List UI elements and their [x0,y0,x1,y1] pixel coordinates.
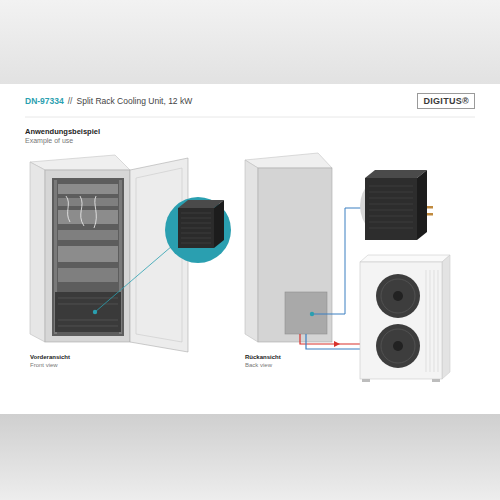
leader-dot [310,312,314,316]
leader-line [95,246,172,312]
view-caption: Vorderansicht [30,354,70,361]
indoor-unit [360,170,433,240]
top-band [0,0,500,84]
section-heading: Anwendungsbeispiel [25,128,100,137]
view-caption-translation: Back view [245,362,272,369]
card [0,84,500,414]
outdoor-unit [360,255,450,382]
leader-dot [93,310,97,314]
section-subheading: Example of use [25,137,73,145]
refrigerant-pipe [300,334,366,344]
separator [25,117,475,118]
view-caption: Rückansicht [245,354,281,361]
signal-line [312,208,362,314]
refrigerant-pipe [306,334,366,349]
brand-logo: DIGITUS® [417,93,475,109]
front-rack [30,155,188,352]
flow-arrow [334,341,340,347]
title: Split Rack Cooling Unit, 12 kW [76,97,192,107]
separator-mark: // [68,97,73,107]
product-code: DN-97334 [25,97,64,107]
bottom-band [0,414,500,500]
view-caption-translation: Front view [30,362,58,369]
zoom-indoor-unit [165,197,231,263]
